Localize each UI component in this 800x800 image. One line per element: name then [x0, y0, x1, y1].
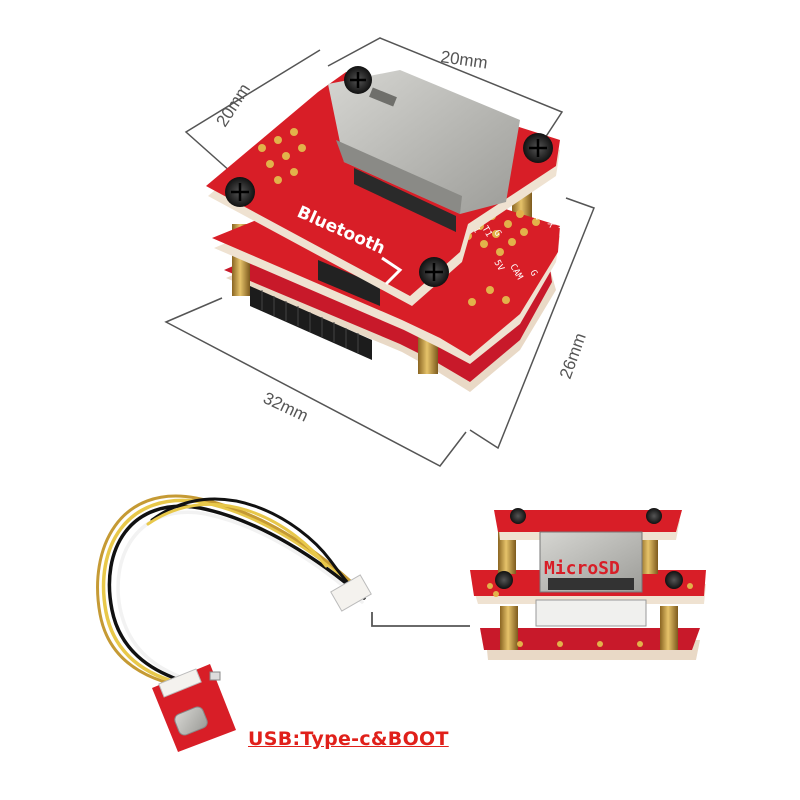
jst-connector [330, 574, 372, 612]
svg-text:G: G [491, 229, 502, 239]
svg-text:5V: 5V [491, 259, 505, 274]
dim-top-width-label: 20mm [439, 47, 488, 72]
boot-button-icon [209, 671, 221, 681]
side-view-board-stack: MicroSD [470, 508, 706, 660]
dim-top-depth-label: 20mm [212, 80, 254, 130]
main-board-stack: R1 T1 G 5V CAM G 5V VTX BAT [206, 66, 566, 392]
screw-icon [225, 177, 255, 207]
dimension-top-depth [184, 49, 321, 181]
svg-text:T1: T1 [479, 225, 493, 239]
dimension-top-width [327, 37, 564, 139]
usb-typec-board [152, 664, 236, 752]
caption-usb-typec-boot: USB:Type-c&BOOT [248, 728, 449, 750]
pin-header [261, 290, 359, 353]
microsd-slot [328, 70, 520, 232]
microsd-side-label: MicroSD [544, 558, 620, 579]
screw-icon [495, 508, 683, 589]
screw-icon [344, 66, 372, 94]
pad-grid-top [258, 128, 306, 184]
dimension-base-width [164, 297, 467, 467]
svg-text:5V: 5V [529, 209, 543, 224]
usb-c-port-icon [174, 706, 208, 736]
arrow-marker [381, 256, 403, 286]
screw-icon [523, 133, 553, 163]
dimension-height [469, 197, 595, 450]
usb-cable [96, 494, 366, 690]
pointer-line [371, 612, 470, 627]
dim-height-label: 26mm [556, 330, 590, 381]
svg-text:G: G [527, 269, 538, 279]
screw-icon [419, 257, 449, 287]
